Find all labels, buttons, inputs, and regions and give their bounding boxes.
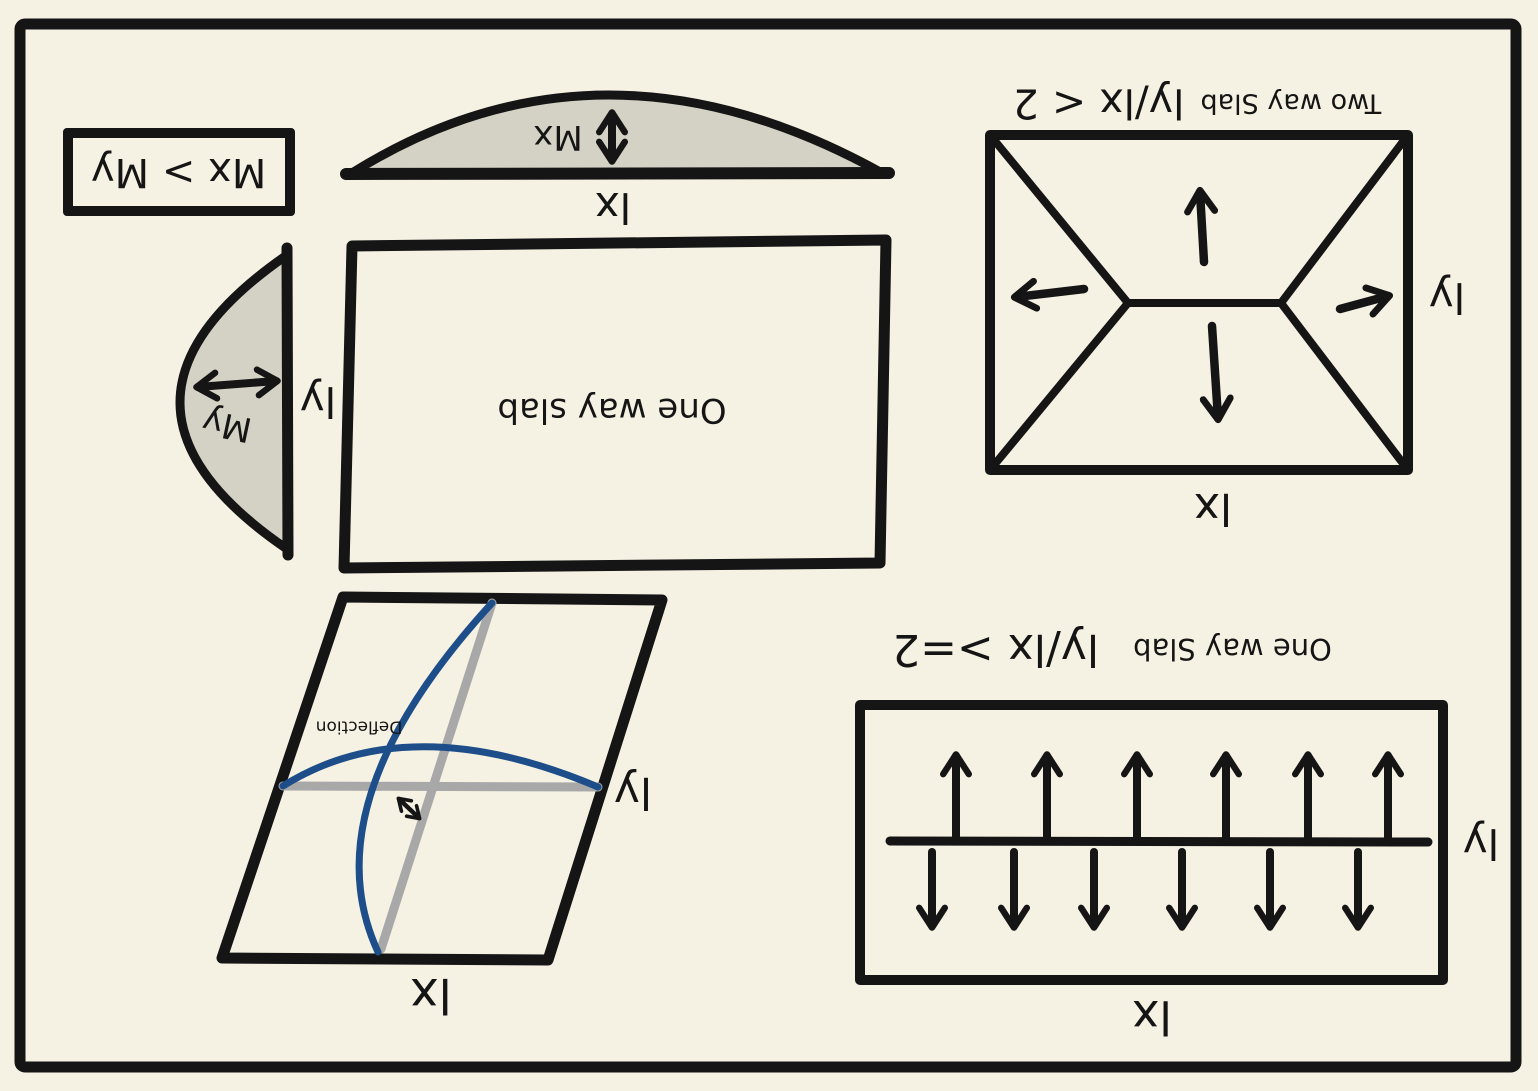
one-way-arrows-down [916,848,1374,931]
two-way-lx-label: lx [1193,483,1233,534]
two-way-slab-title: Two way Slab ly/lx < 2 [1012,79,1382,128]
two-way-arrow-down [1199,321,1234,424]
one-way-arrows-up [940,751,1404,842]
two-way-arrow-right [1335,284,1394,318]
two-way-ly-label: ly [1428,273,1466,322]
deflection-guide-line-y [376,598,497,954]
my-moment-label: My [198,400,256,450]
page-border [14,18,1522,1073]
mx-moment-diagram-shape [347,90,887,178]
deflection-lx-label: lx [410,967,452,1023]
plan-slab-label: One way slab [497,390,727,430]
one-way-slab-outline [855,700,1448,985]
two-way-slab-title-text: Two way Slab [1200,87,1382,119]
one-way-slab-condition: ly/lx >=2 [892,624,1100,675]
one-way-ly-label: ly [1462,819,1500,868]
mx-span-label: lx [594,183,632,232]
plan-slab-outline [338,234,892,574]
deflection-curve-y [355,599,496,956]
two-way-slab-condition: ly/lx < 2 [1012,79,1185,128]
two-way-arrow-up [1184,186,1219,267]
my-moment-diagram-shape [175,250,292,554]
mx-moment-label: Mx [533,117,583,157]
my-span-label: ly [299,377,337,426]
moment-relation-text: Mx > My [91,149,267,195]
deflection-double-arrow [396,796,422,821]
deflection-ly-label: ly [613,767,653,818]
deflection-slab-outline [216,591,668,966]
two-way-yield-lines [986,131,1412,474]
my-double-arrow [193,366,281,402]
one-way-lx-label: lx [1131,990,1173,1044]
mx-baseline [340,167,895,180]
one-way-slab-title-text: One way Slab [1133,632,1332,667]
two-way-arrow-left [1010,277,1089,312]
one-way-mid-line [885,836,1433,847]
deflection-label: Deflection [315,716,403,737]
one-way-slab-title: One way Slab ly/lx >=2 [892,624,1332,675]
my-chord [281,242,294,561]
deflection-guide-line-x [278,781,603,792]
moment-relation-box: Mx > My [63,128,295,216]
deflection-curve-x [279,743,602,791]
